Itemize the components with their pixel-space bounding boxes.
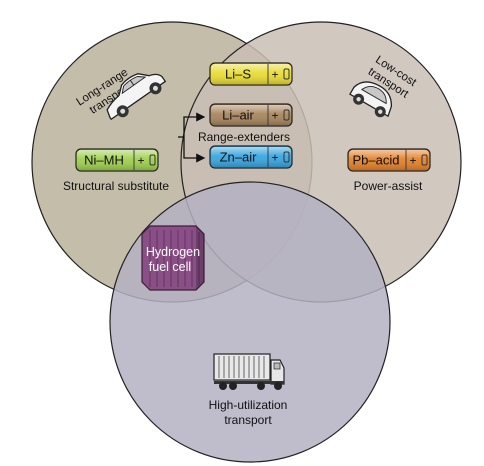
battery-group: + Li–S + Li–air + Zn–air + Ni–MH + Pb–acid [75,62,431,172]
compact-car-icon [349,81,392,118]
plus-terminal-icon: + [271,68,278,82]
battery-label: Pb–acid [353,153,400,168]
battery-pb-acid: + Pb–acid [347,148,431,172]
plus-terminal-icon: + [271,151,278,165]
truck-icon [213,353,285,390]
battery-label: Li–S [225,67,251,82]
plus-terminal-icon: + [137,154,144,168]
battery-li-s: + Li–S [209,62,293,86]
range-extender-arrows [178,112,206,163]
battery-label: Zn–air [220,150,258,165]
power-assist-label: Power-assist [354,179,423,193]
hydrogen-label-line1: Hydrogen [146,245,200,259]
high-utilization-label-line1: High-utilization [209,398,288,412]
structural-substitute-label: Structural substitute [63,179,169,193]
battery-label: Li–air [222,108,254,123]
battery-terminal-icon [283,109,290,121]
battery-terminal-icon [421,154,428,166]
plus-terminal-icon: + [409,154,416,168]
hydrogen-fuel-cell-icon: Hydrogen fuel cell [141,225,205,291]
high-utilization-label-line2: transport [224,413,272,427]
plus-terminal-icon: + [271,109,278,123]
battery-terminal-icon [149,154,156,166]
battery-label: Ni–MH [84,153,124,168]
battery-terminal-icon [283,68,290,80]
battery-ni-mh: + Ni–MH [75,148,159,172]
sedan-car-icon [106,73,167,121]
battery-li-air: + Li–air [209,103,293,127]
battery-zn-air: + Zn–air [209,145,293,169]
range-extenders-label: Range-extenders [198,130,290,144]
hydrogen-label-line2: fuel cell [149,260,191,274]
battery-terminal-icon [283,151,290,163]
